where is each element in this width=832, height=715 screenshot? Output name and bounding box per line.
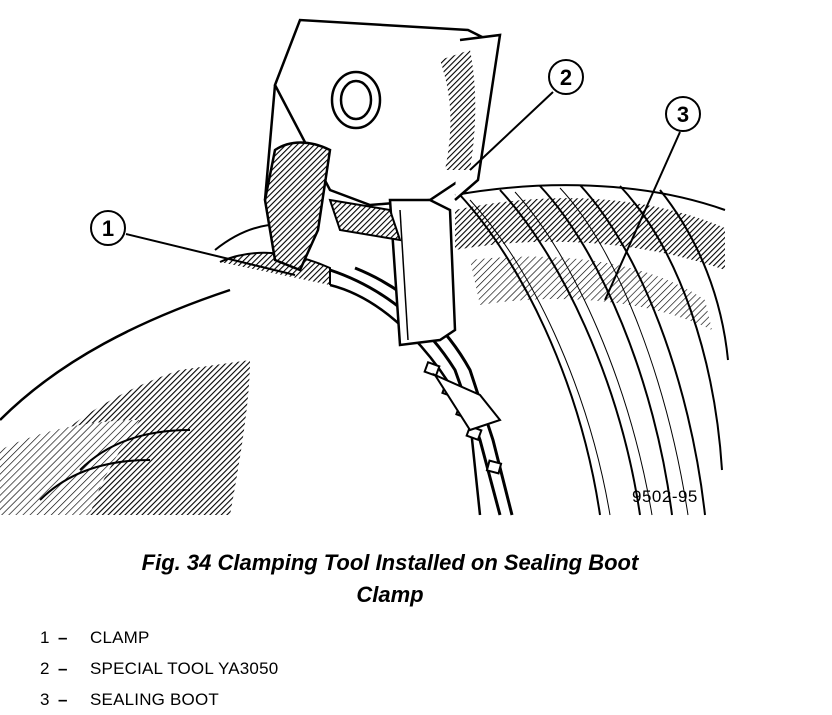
legend-text: CLAMP [90,628,150,647]
legend-number: 3 [40,690,50,709]
leader-lines [125,91,681,301]
callout-2: 2 [548,59,584,95]
callout-3-label: 3 [677,102,689,127]
legend-dash: – [58,690,68,709]
figure-caption-line-1: Fig. 34 Clamping Tool Installed on Seali… [141,550,639,575]
figure-id: 9502-95 [632,487,698,506]
special-tool [263,18,502,347]
legend-list: 1 – CLAMP 2 – SPECIAL TOOL YA3050 3 – SE… [40,622,278,715]
figure-caption-line-2: Clamp [356,582,424,607]
legend-text: SPECIAL TOOL YA3050 [90,659,279,678]
callout-1-label: 1 [102,216,114,241]
legend-dash: – [58,659,68,678]
legend-number: 2 [40,659,50,678]
sealing-boot [454,184,729,516]
legend-text: SEALING BOOT [90,690,219,709]
clamping-tool-illustration: 1 2 3 [0,18,729,516]
legend-dash: – [58,628,68,647]
legend-item: 2 – SPECIAL TOOL YA3050 [40,653,278,684]
callout-3: 3 [665,96,701,132]
legend-item: 3 – SEALING BOOT [40,684,278,715]
legend-item: 1 – CLAMP [40,622,278,653]
callout-2-label: 2 [560,65,572,90]
legend-number: 1 [40,628,50,647]
callout-1: 1 [90,210,126,246]
